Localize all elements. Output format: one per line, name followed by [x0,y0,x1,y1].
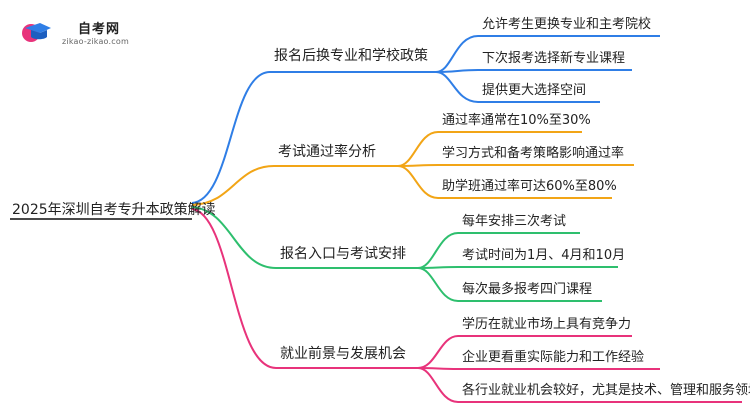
branch-3-connectors [191,206,618,302]
branch-topic-transfer-policy: 报名后换专业和学校政策 [274,48,428,64]
branch-4-leaf-1-link [417,335,459,369]
leaf-node: 每年安排三次考试 [462,214,567,229]
branch-2-connectors [191,131,634,206]
leaf-node: 企业更看重实际能力和工作经验 [462,350,645,365]
branch-2-leaf-3-link [397,165,439,199]
branch-2-link [191,165,275,206]
logo-title: 自考网 [78,22,121,37]
branch-1-leaf-3-link [435,71,479,103]
leaf-node: 通过率通常在10%至30% [442,113,591,128]
logo-url: zikao-zikao.com [62,37,129,46]
site-logo: 自考网 zikao-zikao.com [22,16,142,50]
branch-3-leaf-2-link [417,266,459,269]
branch-4-connectors [191,208,742,403]
branch-1-link [191,71,271,204]
branch-topic-career-prospects: 就业前景与发展机会 [280,346,406,362]
branch-3-leaf-1-link [417,232,459,269]
branch-1-connectors [191,35,660,204]
leaf-node: 学习方式和备考策略影响通过率 [442,146,625,161]
leaf-node: 下次报考选择新专业课程 [482,51,626,66]
branch-topic-pass-rate: 考试通过率分析 [278,144,376,160]
branch-3-leaf-3-link [417,267,459,302]
root-topic: 2025年深圳自考专升本政策解读 [12,202,216,218]
leaf-node: 助学班通过率可达60%至80% [442,179,617,194]
branch-topic-registration-schedule: 报名入口与考试安排 [280,246,406,262]
leaf-node: 每次最多报考四门课程 [462,282,593,297]
leaf-node: 允许考生更换专业和主考院校 [482,17,652,32]
branch-3-link [191,206,277,269]
branch-2-leaf-1-link [397,131,439,167]
branch-4-leaf-3-link [417,367,459,403]
leaf-node: 各行业就业机会较好，尤其是技术、管理和服务领域 [462,383,750,398]
branch-1-leaf-1-link [435,35,479,73]
branch-4-link [191,208,277,369]
branch-2-leaf-2-link [397,164,439,167]
leaf-node: 学历在就业市场上具有竞争力 [462,317,632,332]
leaf-node: 考试时间为1月、4月和10月 [462,248,626,263]
leaf-node: 提供更大选择空间 [482,83,587,98]
graduation-cap-icon [22,23,51,42]
